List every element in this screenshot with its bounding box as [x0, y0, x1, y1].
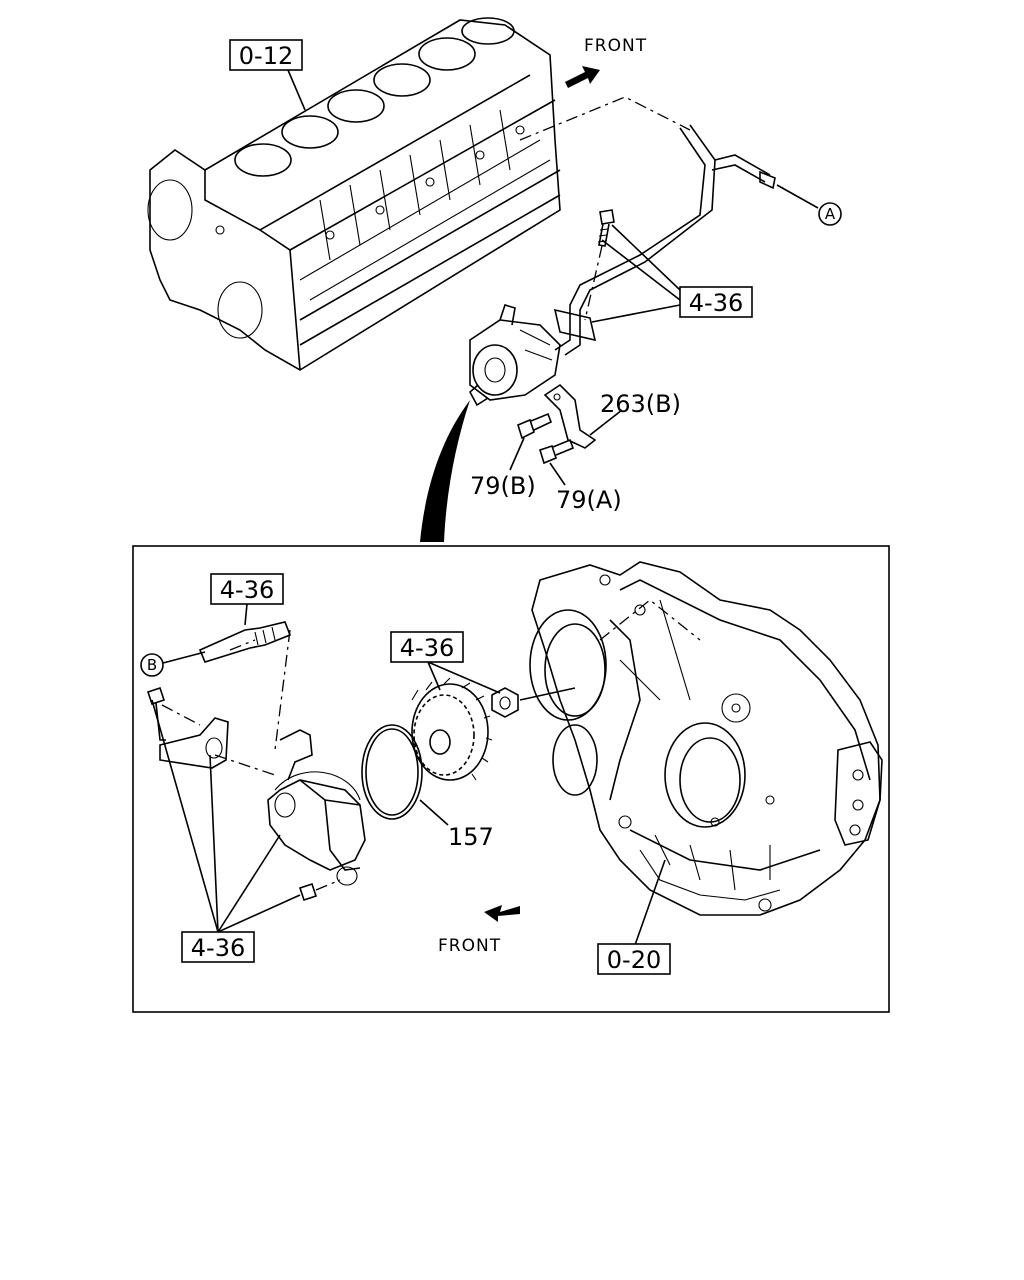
callout-pump-lower: 4-36: [151, 699, 301, 963]
fuel-pipe-drawing: [553, 124, 776, 356]
callout-bolt-a: 79(A): [556, 486, 622, 514]
sensor-drawing: [198, 621, 292, 751]
marker-a: A: [776, 184, 842, 226]
callout-oring: 157: [448, 823, 494, 851]
clamp-bolt-drawing: [584, 209, 615, 321]
front-label-bottom: FRONT: [438, 936, 501, 956]
front-label-top: FRONT: [584, 36, 647, 56]
bolt-a-drawing: [539, 438, 575, 486]
callout-pump-upper: 4-36: [591, 224, 753, 323]
callout-sensor: 4-36: [210, 573, 284, 626]
callout-sensor-text: 4-36: [220, 576, 274, 604]
marker-b-text: B: [147, 656, 157, 674]
marker-a-text: A: [825, 205, 836, 223]
callout-block: 0-12: [229, 39, 306, 111]
callout-pump-lower-text: 4-36: [191, 934, 245, 962]
callout-flywheel-housing-text: 0-20: [607, 946, 661, 974]
flywheel-housing-drawing: [529, 561, 883, 916]
callout-flywheel-housing: 0-20: [597, 859, 671, 975]
callout-bolt-b: 79(B): [470, 472, 536, 500]
front-arrow-bottom: FRONT: [438, 905, 520, 956]
cylinder-block-drawing: [147, 17, 561, 371]
reference-line-a: [519, 96, 691, 141]
callout-bracket-text: 263(B): [600, 390, 681, 418]
detail-frame: [132, 545, 890, 1013]
callout-pump-upper-text: 4-36: [689, 289, 743, 317]
supply-pump-small-drawing: [468, 304, 561, 407]
callout-gear: 4-36: [390, 631, 501, 694]
bracket-drawing: [543, 383, 623, 449]
detail-pointer: [420, 400, 470, 542]
oring-drawing: [361, 724, 449, 826]
callout-gear-text: 4-36: [400, 634, 454, 662]
callout-bracket: 263(B): [600, 390, 681, 418]
marker-b: B: [140, 651, 206, 677]
pump-assembly-drawing: [146, 686, 366, 902]
front-arrow-top: FRONT: [565, 36, 647, 88]
bolt-b-drawing: [509, 412, 553, 471]
gear-drawing: [411, 677, 576, 781]
callout-block-text: 0-12: [239, 42, 293, 70]
